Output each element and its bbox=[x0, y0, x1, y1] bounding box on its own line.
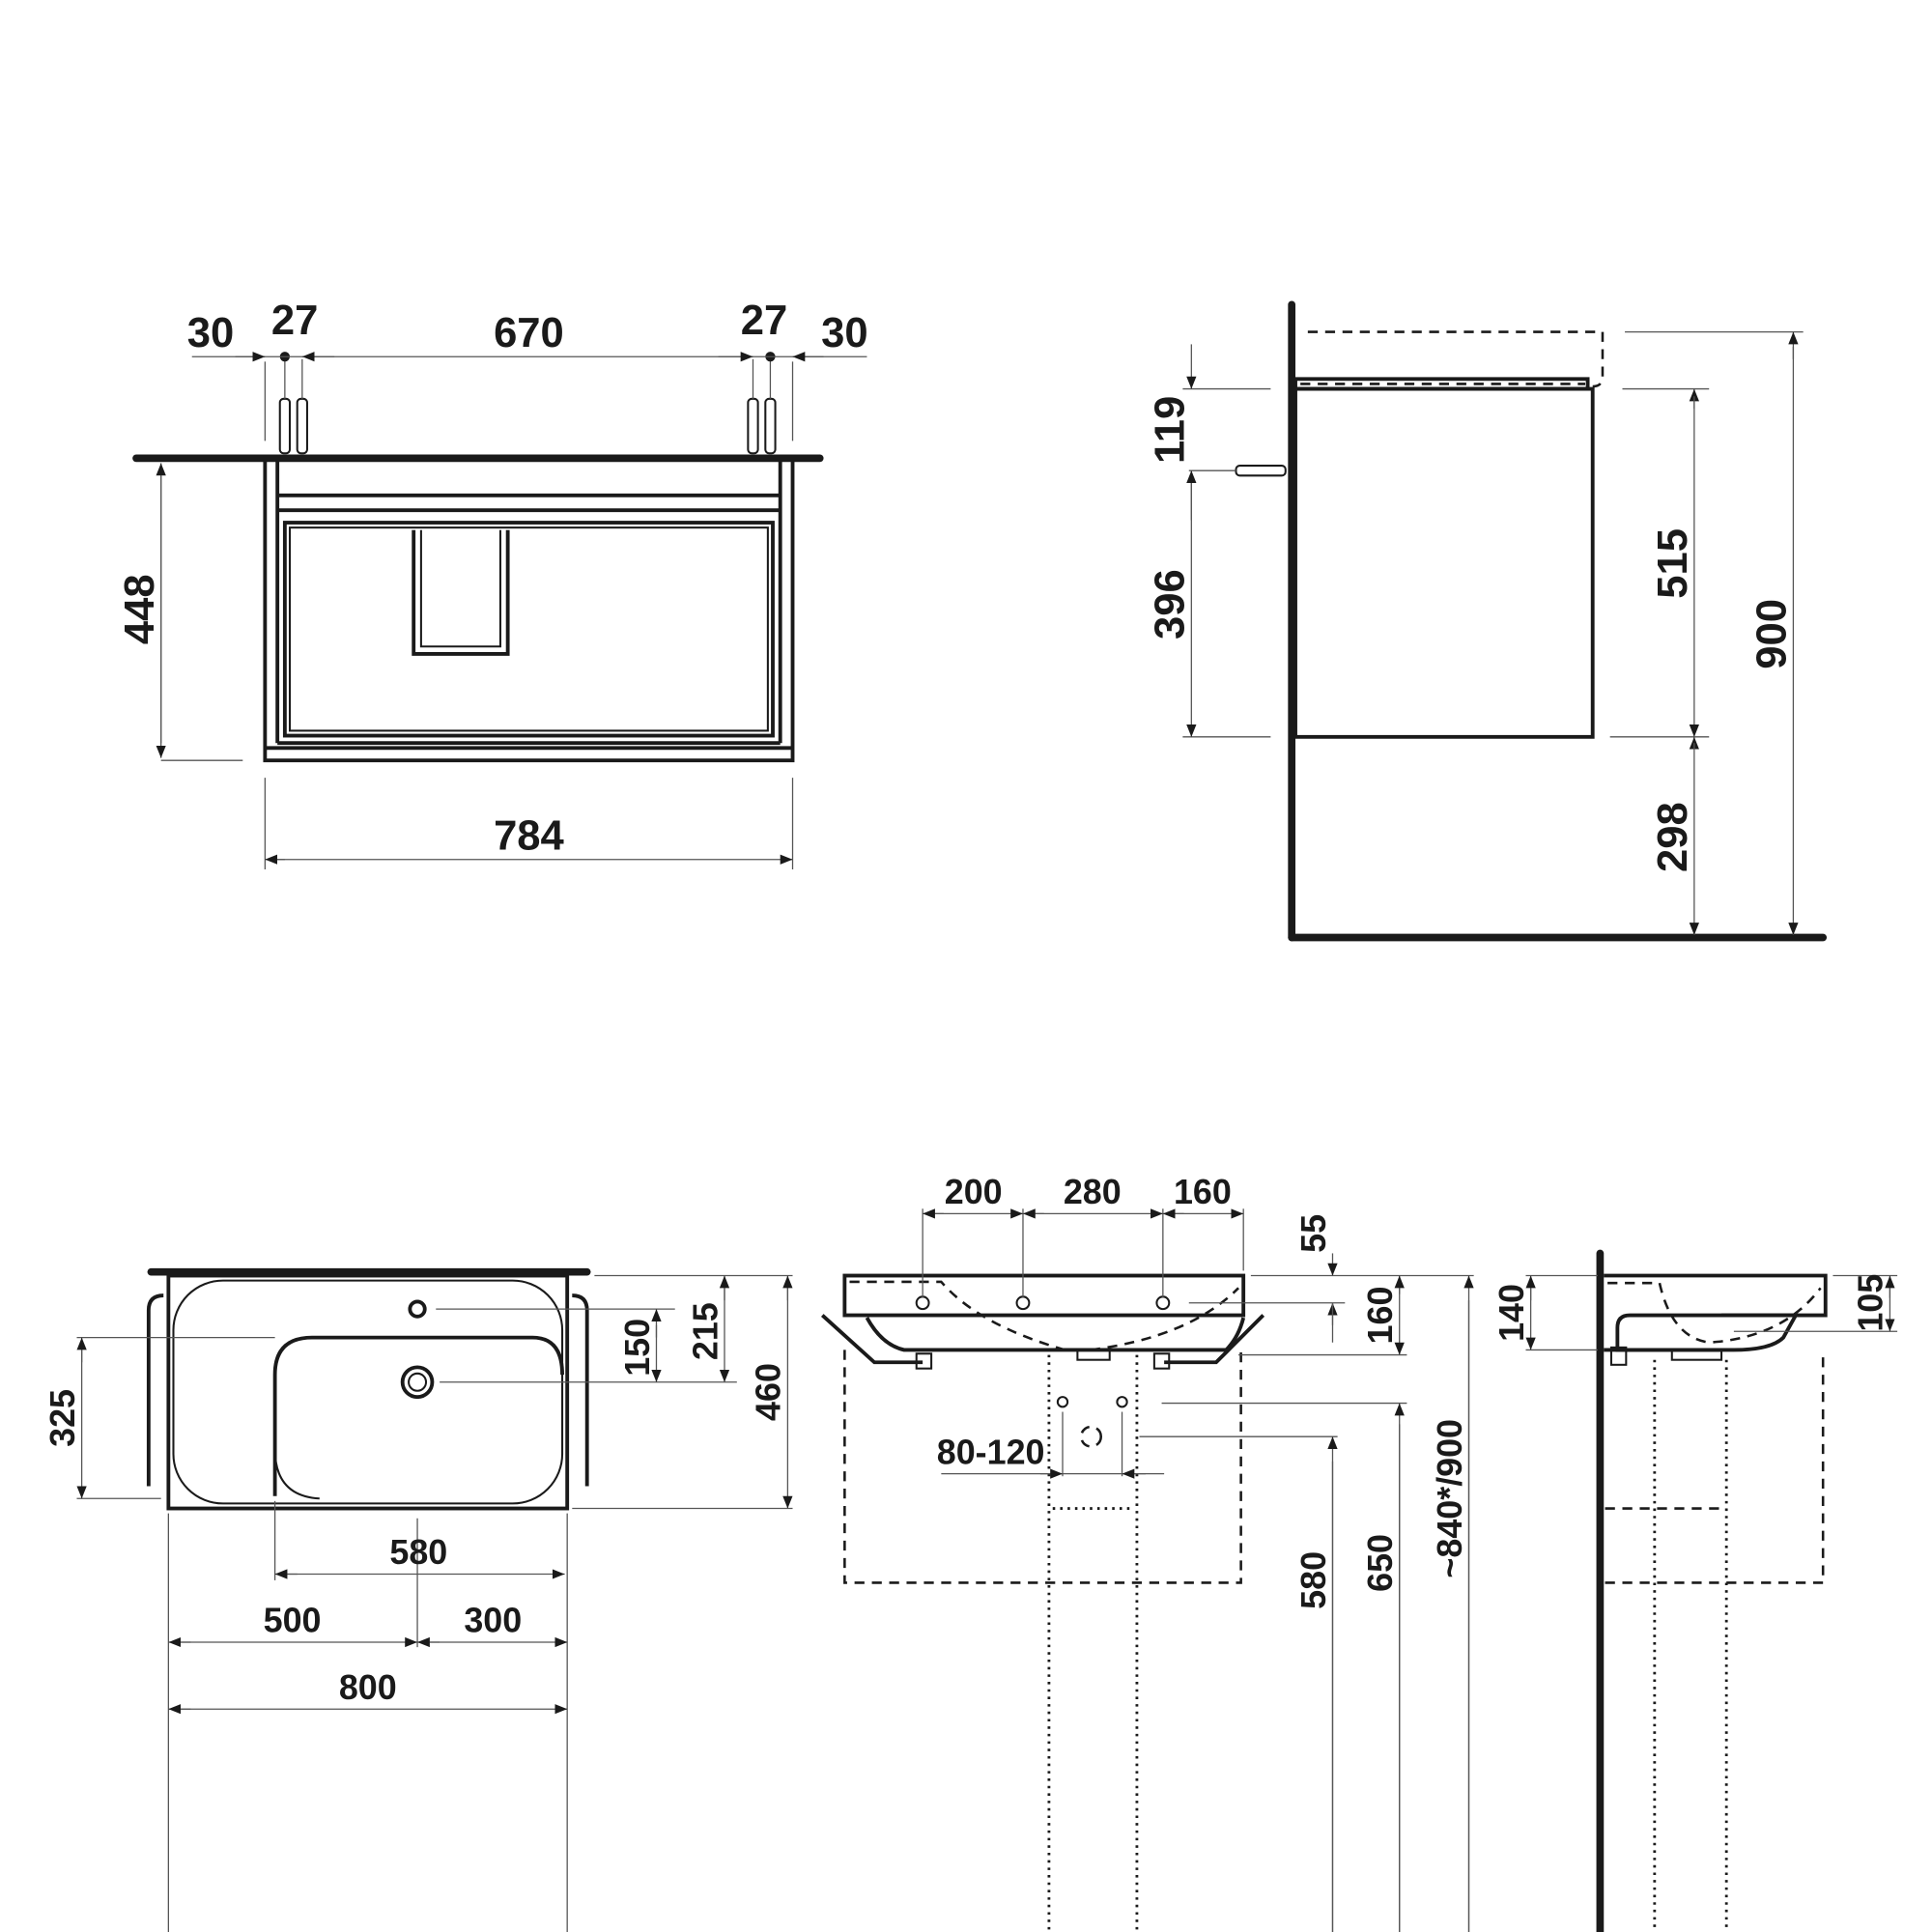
dim-waste-height: 580 bbox=[1294, 1551, 1333, 1609]
dim-rim-height: ~840*/900 bbox=[1431, 1419, 1469, 1578]
dim-left-margin: 30 bbox=[187, 310, 234, 356]
dim-basin-height: 160 bbox=[1361, 1287, 1400, 1345]
dim-right-section: 300 bbox=[464, 1602, 522, 1640]
dim-side-basin-depth: 105 bbox=[1852, 1274, 1890, 1332]
dim-cabinet-width: 784 bbox=[494, 812, 564, 859]
dim-bowl-offset: 325 bbox=[43, 1389, 82, 1447]
dim-hole-middle: 280 bbox=[1064, 1173, 1122, 1211]
cabinet-front-view: 30 27 670 27 30 448 784 bbox=[117, 298, 868, 870]
dim-right-margin: 30 bbox=[821, 310, 867, 356]
dim-bowl-width: 580 bbox=[389, 1533, 447, 1572]
dim-basin-depth: 460 bbox=[750, 1363, 788, 1421]
dim-left-anchor: 27 bbox=[271, 298, 318, 344]
dim-cabinet-side-height: 515 bbox=[1650, 528, 1696, 599]
dim-waste-spacing: 80-120 bbox=[937, 1433, 1045, 1471]
wall-anchor-left bbox=[264, 352, 308, 455]
cabinet-side-view: 119 396 515 298 900 bbox=[1148, 300, 1828, 942]
dim-hole-left: 200 bbox=[945, 1173, 1003, 1211]
tap-hole-markers bbox=[915, 1295, 1171, 1311]
dim-total-height: 900 bbox=[1749, 599, 1796, 669]
dim-floor-clearance: 298 bbox=[1650, 802, 1696, 872]
washbasin-front-view: 200 280 160 55 160 580 650 ~840*/900 80-… bbox=[820, 1173, 1474, 1932]
dim-hole-right: 160 bbox=[1174, 1173, 1232, 1211]
dim-hole-depth: 55 bbox=[1294, 1214, 1333, 1253]
dim-tap-to-drain: 150 bbox=[618, 1319, 657, 1377]
dim-wall-to-drain: 215 bbox=[686, 1302, 724, 1360]
wall-anchor-right bbox=[747, 352, 794, 455]
dim-anchor-spacing: 670 bbox=[494, 310, 564, 356]
dim-right-anchor: 27 bbox=[741, 298, 787, 344]
dim-bracket-height: 650 bbox=[1361, 1534, 1400, 1592]
dim-total-width: 800 bbox=[339, 1668, 397, 1707]
dim-cabinet-height: 448 bbox=[117, 574, 163, 644]
washbasin-side-view: 140 105 bbox=[1492, 1249, 1898, 1932]
dim-anchor-to-bottom: 396 bbox=[1148, 569, 1194, 639]
dim-left-section: 500 bbox=[264, 1602, 322, 1640]
washbasin-top-view: 150 215 460 325 580 500 300 800 bbox=[43, 1267, 793, 1932]
dim-side-bracket-height: 140 bbox=[1492, 1284, 1531, 1342]
dim-anchor-from-top: 119 bbox=[1148, 396, 1194, 464]
